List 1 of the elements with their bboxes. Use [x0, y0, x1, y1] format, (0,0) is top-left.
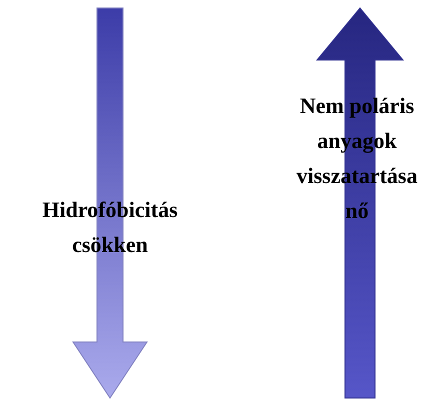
axis-label: Hidrofóbicitás csökken	[41, 196, 179, 259]
